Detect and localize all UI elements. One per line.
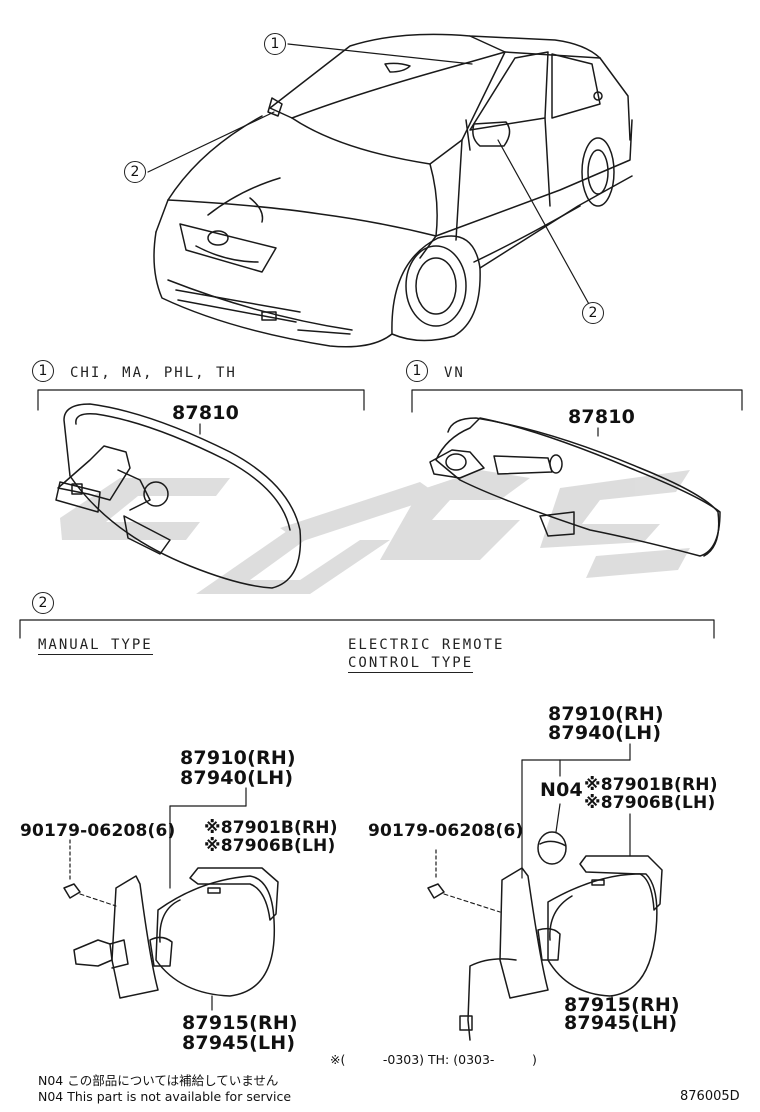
manual-type-label: MANUAL TYPE	[38, 637, 153, 655]
manual-assy-rh: 87910(RH)	[180, 747, 296, 769]
electric-mirror-rh: 87915(RH)	[564, 994, 680, 1016]
electric-screw: 90179-06208(6)	[368, 821, 524, 841]
manual-cover-rh: ※87901B(RH)	[204, 818, 338, 838]
watermark-logo	[60, 470, 690, 594]
inner-mirror-a	[55, 403, 721, 589]
electric-assy-rh: 87910(RH)	[548, 703, 664, 725]
callout-1-variant-b: 1	[406, 360, 428, 382]
variant-a-label: CHI, MA, PHL, TH	[70, 365, 237, 381]
callout-2-outer: 2	[32, 592, 54, 614]
electric-assy-lh: 87940(LH)	[548, 722, 662, 744]
electric-type-label-line2: CONTROL TYPE	[348, 655, 474, 673]
n04-note-japanese: N04 この部品については補給していません	[38, 1073, 279, 1088]
manual-assy-lh: 87940(LH)	[180, 767, 294, 789]
part-number-87810-a: 87810	[172, 402, 240, 424]
electric-outer-mirror	[427, 831, 663, 1041]
manual-mirror-rh: 87915(RH)	[182, 1012, 298, 1034]
electric-mirror-lh: 87945(LH)	[564, 1012, 678, 1034]
inner-mirror-b	[429, 417, 720, 557]
part-number-87810-b: 87810	[568, 406, 636, 428]
callout-1-car: 1	[264, 33, 286, 55]
callout-1-variant-a: 1	[32, 360, 54, 382]
callout-2-car-right: 2	[582, 302, 604, 324]
drawing-code: 876005D	[680, 1089, 740, 1104]
manual-outer-mirror	[63, 867, 279, 999]
electric-cover-rh: ※87901B(RH)	[584, 775, 718, 795]
car-illustration	[153, 33, 633, 348]
manual-screw: 90179-06208(6)	[20, 821, 176, 841]
manual-mirror-lh: 87945(LH)	[182, 1032, 296, 1054]
n04-note-english: N04 This part is not available for servi…	[38, 1089, 292, 1104]
electric-type-label-line1: ELECTRIC REMOTE	[348, 637, 505, 653]
manual-cover-lh: ※87906B(LH)	[204, 836, 336, 856]
date-range-note: ※( -0303) TH: (0303- )	[330, 1052, 537, 1067]
electric-cover-lh: ※87906B(LH)	[584, 793, 716, 813]
callout-2-car-left: 2	[124, 161, 146, 183]
variant-b-label: VN	[444, 365, 465, 381]
electric-n04: N04	[540, 779, 583, 801]
